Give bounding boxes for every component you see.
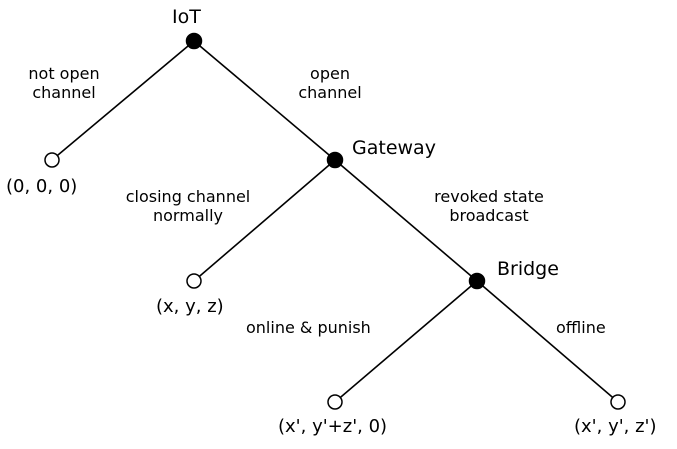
edge-label-online-punish: online & punish — [246, 318, 371, 337]
edge-label-line: normally — [153, 206, 223, 226]
decision-node-bridge — [468, 272, 486, 290]
payoff-label-2: (x, y, z) — [156, 296, 224, 317]
decision-node-gateway — [326, 151, 344, 169]
edge-label-open-channel: open channel — [290, 64, 370, 102]
edge-label-line: channel — [298, 83, 362, 103]
terminal-node-1 — [44, 152, 60, 168]
terminal-node-3 — [327, 394, 343, 410]
edge-label-line: closing channel — [125, 187, 251, 206]
edge-label-closing-channel-normally: closing channel normally — [108, 187, 268, 225]
edge-bridge-to-punish-terminal — [334, 280, 478, 403]
payoff-label-4: (x', y', z') — [574, 416, 657, 437]
payoff-label-3: (x', y'+z', 0) — [278, 416, 388, 437]
edge-label-revoked-state-broadcast: revoked state broadcast — [416, 187, 562, 225]
payoff-label-1: (0, 0, 0) — [6, 176, 78, 197]
edge-label-not-open-channel: not open channel — [20, 64, 108, 102]
edge-gateway-to-bridge — [334, 159, 478, 282]
edge-bridge-to-offline-terminal — [476, 280, 619, 403]
edge-iot-to-gateway — [193, 40, 336, 161]
terminal-node-4 — [610, 394, 626, 410]
edge-label-line: open — [310, 64, 350, 83]
decision-node-iot — [185, 32, 203, 50]
node-label-iot: IoT — [172, 6, 201, 28]
edge-iot-to-terminal — [51, 40, 195, 161]
node-label-bridge: Bridge — [497, 258, 559, 280]
node-label-gateway: Gateway — [352, 137, 436, 159]
edge-label-offline: offline — [556, 318, 606, 337]
edge-gateway-to-terminal — [193, 159, 336, 282]
edge-label-line: broadcast — [449, 206, 529, 226]
edge-label-line: channel — [32, 83, 96, 103]
edge-label-line: not open — [28, 64, 100, 83]
edge-label-line: revoked state — [434, 187, 544, 206]
terminal-node-2 — [186, 273, 202, 289]
